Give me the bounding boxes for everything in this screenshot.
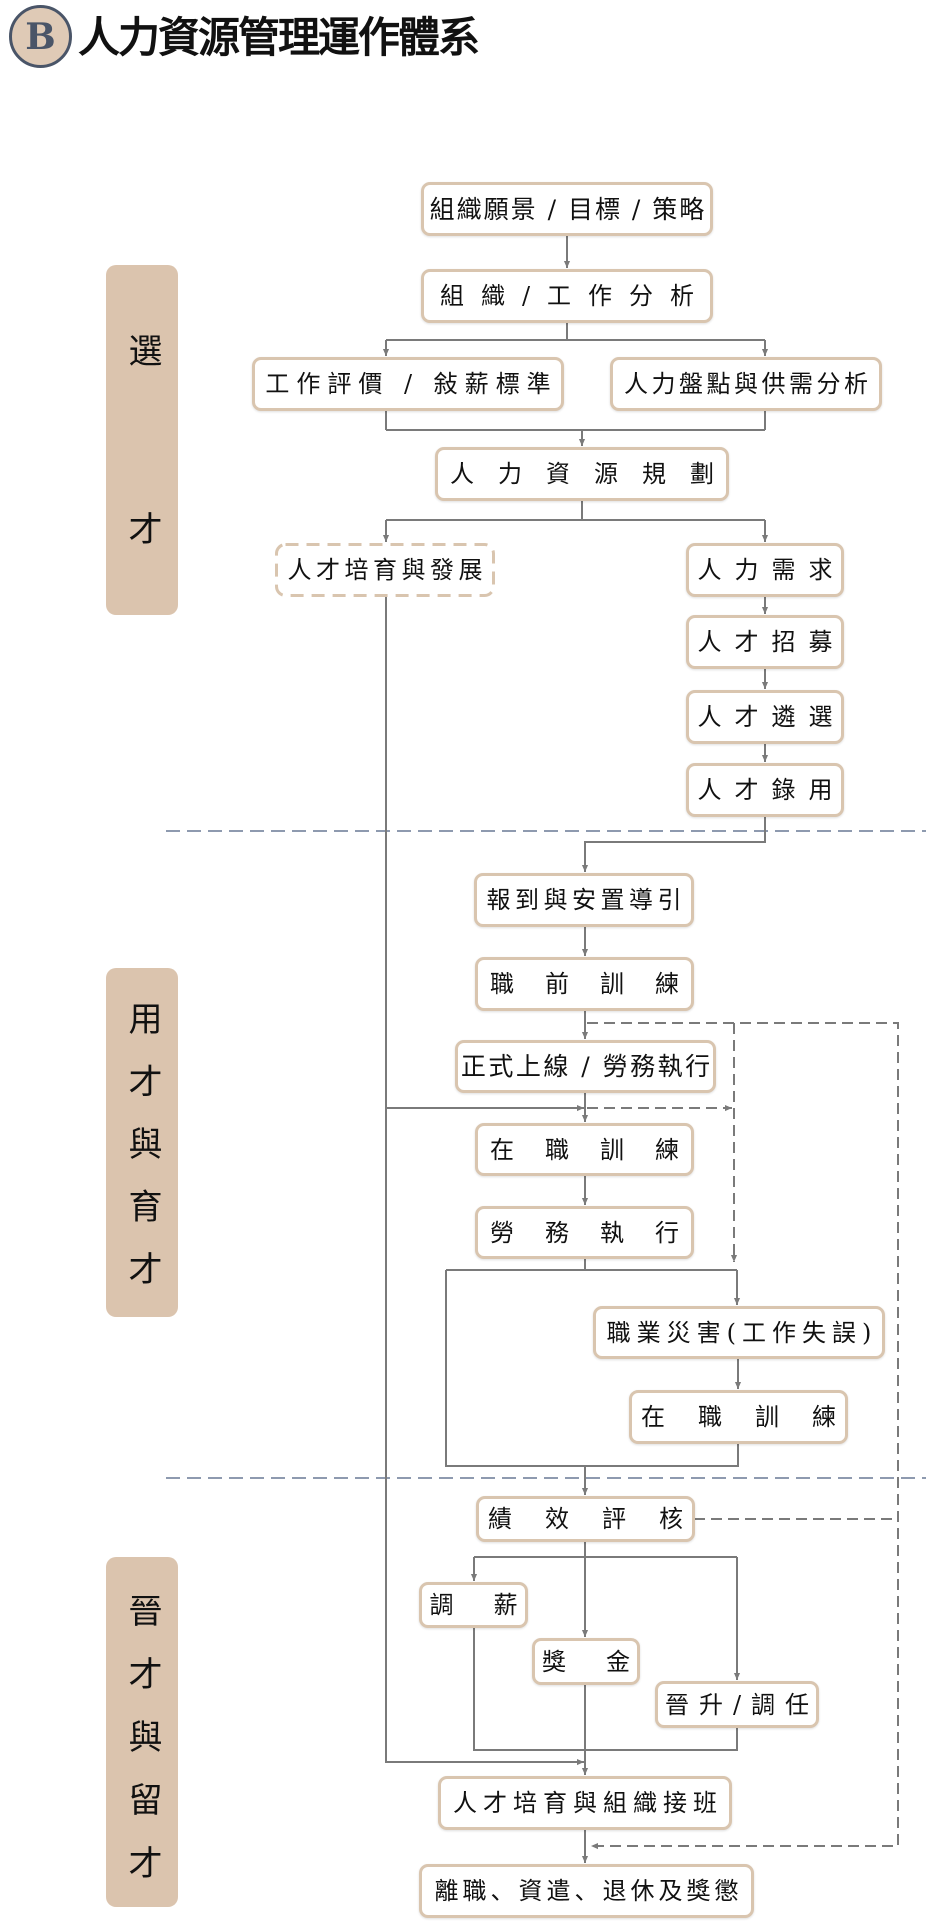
node-label: 人才培育與組織接班 (453, 1789, 723, 1817)
section-label-use-and-develop: 用才與育才 (106, 968, 178, 1317)
connector-talent-development-to-succession (385, 597, 584, 1766)
performance-review-box: 績效評核 (476, 1496, 695, 1542)
onboarding-box: 報到與安置導引 (474, 873, 694, 927)
connector-rewards-merge (473, 1628, 738, 1751)
section-label-text: 晉才與留才 (122, 1593, 162, 1908)
separation-box: 離職、資遣、退休及獎懲 (419, 1864, 754, 1918)
section-label-text: 用才與育才 (122, 1001, 162, 1314)
node-label: 人力資源規劃 (450, 460, 738, 488)
dashed-border (275, 543, 495, 597)
salary-adjustment-box: 調薪 (419, 1582, 528, 1628)
bonus-box: 獎金 (532, 1638, 640, 1685)
manpower-demand-box: 人力需求 (686, 543, 844, 597)
section-badge: B (9, 5, 72, 68)
section-label-select: 選才 (106, 265, 178, 689)
connector-accident-loop (445, 1270, 739, 1467)
occupational-accident-box: 職業災害(工作失誤) (593, 1306, 885, 1359)
node-label: 人力盤點與供需分析 (624, 370, 872, 398)
go-live-box: 正式上線 / 勞務執行 (455, 1040, 716, 1093)
remedial-training-box: 在職訓練 (629, 1390, 848, 1444)
node-label: 績效評核 (488, 1505, 716, 1533)
org-job-analysis-box: 組織/工作分析 (421, 269, 713, 323)
node-label: 組織/工作分析 (439, 282, 712, 310)
connector-hiring-to-onboarding (581, 817, 766, 872)
node-label: 在職訓練 (641, 1403, 869, 1431)
section-label-text: 選才 (122, 333, 162, 689)
node-label: 調薪 (429, 1591, 558, 1619)
node-label: 職前訓練 (490, 970, 710, 998)
on-job-training-box: 在職訓練 (475, 1123, 694, 1176)
node-label: 獎金 (542, 1647, 670, 1676)
job-evaluation-box: 工作評價 / 敍薪標準 (252, 357, 564, 411)
node-label: 職業災害(工作失誤) (606, 1318, 878, 1347)
node-label: 報到與安置導引 (486, 886, 686, 914)
succession-box: 人才培育與組織接班 (438, 1776, 732, 1830)
node-label: 離職、資遣、退休及獎懲 (434, 1877, 743, 1905)
node-label: 人力需求 (697, 556, 846, 584)
talent-development-box: 人才培育與發展 (275, 543, 495, 597)
node-label: 組織願景 / 目標 / 策略 (429, 194, 707, 224)
node-label: 勞務執行 (490, 1218, 710, 1247)
labor-execution-box: 勞務執行 (475, 1206, 694, 1259)
org-vision-box: 組織願景 / 目標 / 策略 (421, 182, 713, 236)
hiring-box: 人才錄用 (686, 763, 844, 817)
dashed-feedback-loop-to-separation (587, 1022, 899, 1850)
node-label: 人才遴選 (697, 703, 846, 731)
node-label: 工作評價 / 敍薪標準 (265, 370, 558, 398)
node-label: 人才招募 (697, 628, 846, 656)
node-label: 在職訓練 (490, 1135, 710, 1164)
pre-job-training-box: 職前訓練 (475, 957, 694, 1011)
node-label: 正式上線 / 勞務執行 (460, 1052, 713, 1081)
manpower-inventory-box: 人力盤點與供需分析 (610, 357, 882, 411)
node-label: 人才培育與發展 (287, 556, 487, 584)
recruitment-box: 人才招募 (686, 615, 844, 669)
node-label: 晉升/調任 (664, 1690, 820, 1719)
section-label-promote-and-retain: 晉才與留才 (106, 1557, 178, 1908)
node-label: 人才錄用 (697, 776, 846, 804)
promotion-transfer-box: 晉升/調任 (655, 1681, 819, 1728)
hr-planning-box: 人力資源規劃 (435, 447, 729, 501)
selection-box: 人才遴選 (686, 690, 844, 744)
page-title: 人力資源管理運作體系 (78, 13, 480, 62)
